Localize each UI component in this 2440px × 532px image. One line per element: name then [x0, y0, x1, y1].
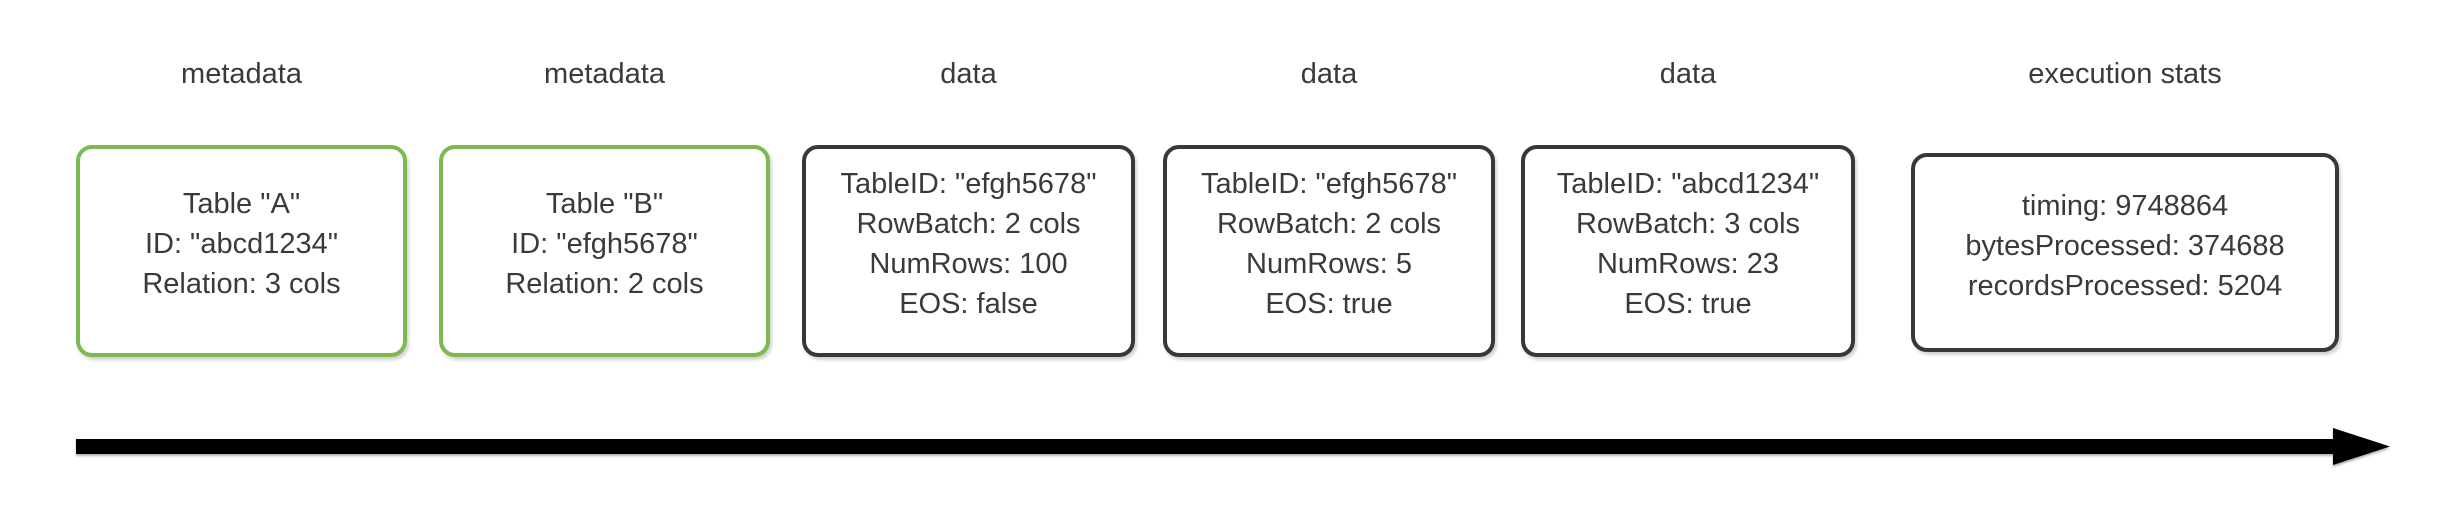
box-text-line: Relation: 3 cols — [142, 268, 341, 300]
stage-label: metadata — [181, 58, 302, 90]
box-text-line: RowBatch: 2 cols — [1216, 208, 1442, 240]
box-text-line: recordsProcessed: 5204 — [1967, 269, 2283, 302]
stage-label: data — [1659, 58, 1717, 90]
box-text-line: ID: "efgh5678" — [511, 228, 698, 260]
box-text-line: EOS: true — [1624, 288, 1752, 320]
stage-metadata-table-a: metadata Table "A" ID: "abcd1234" Relati… — [76, 0, 407, 532]
box-text-line: timing: 9748864 — [2021, 189, 2229, 222]
stage-label: execution stats — [2028, 58, 2222, 90]
stage-execution-stats: execution stats timing: 9748864 bytesPro… — [1911, 0, 2339, 532]
box-text-line: TableID: "efgh5678" — [840, 168, 1097, 200]
stage-data-batch-2: data TableID: "efgh5678" RowBatch: 2 col… — [1163, 0, 1495, 532]
stage-data-batch-1: data TableID: "efgh5678" RowBatch: 2 col… — [802, 0, 1135, 532]
box-text-line: TableID: "efgh5678" — [1201, 168, 1457, 200]
box-text-line: RowBatch: 2 cols — [856, 208, 1081, 240]
box-text-line: ID: "abcd1234" — [144, 228, 339, 260]
stage-metadata-table-b: metadata Table "B" ID: "efgh5678" Relati… — [439, 0, 770, 532]
box-text-line: NumRows: 5 — [1246, 248, 1412, 280]
stage-data-batch-3: data TableID: "abcd1234" RowBatch: 3 col… — [1521, 0, 1855, 532]
box-text-line: NumRows: 23 — [1596, 248, 1780, 280]
box-text-line: NumRows: 100 — [869, 248, 1068, 280]
data-box-batch-1: TableID: "efgh5678" RowBatch: 2 cols Num… — [802, 145, 1135, 357]
box-text-line: Table "A" — [182, 188, 301, 220]
metadata-box-table-b: Table "B" ID: "efgh5678" Relation: 2 col… — [439, 145, 770, 357]
data-box-batch-3: TableID: "abcd1234" RowBatch: 3 cols Num… — [1521, 145, 1855, 357]
execution-stats-box: timing: 9748864 bytesProcessed: 374688 r… — [1911, 153, 2339, 352]
stage-label: metadata — [544, 58, 665, 90]
box-text-line: RowBatch: 3 cols — [1575, 208, 1801, 240]
box-text-line: EOS: false — [899, 288, 1038, 320]
box-text-line: TableID: "abcd1234" — [1556, 168, 1820, 200]
box-text-line: bytesProcessed: 374688 — [1965, 229, 2285, 262]
metadata-box-table-a: Table "A" ID: "abcd1234" Relation: 3 col… — [76, 145, 407, 357]
box-text-line: Table "B" — [545, 188, 664, 220]
data-box-batch-2: TableID: "efgh5678" RowBatch: 2 cols Num… — [1163, 145, 1495, 357]
stage-label: data — [1300, 58, 1358, 90]
box-text-line: EOS: true — [1265, 288, 1393, 320]
stage-label: data — [940, 58, 997, 90]
box-text-line: Relation: 2 cols — [505, 268, 704, 300]
